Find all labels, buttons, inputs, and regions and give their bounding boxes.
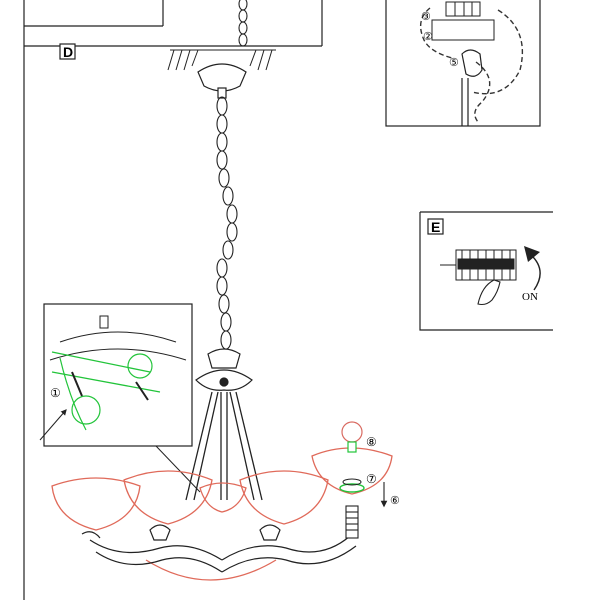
- chandelier-crown: [195, 348, 253, 391]
- detached-bulb: ⑧: [341, 421, 377, 453]
- step-6-arrow: ⑥: [380, 482, 400, 508]
- step-5-marker: ⑤: [449, 57, 459, 69]
- panel-e-badge: [427, 218, 444, 235]
- panel-e: E ON: [419, 211, 553, 331]
- wires: [419, 7, 524, 123]
- bulb-socket: [345, 505, 359, 539]
- step-7-marker: ⑦: [366, 472, 377, 486]
- support-rods: [185, 391, 263, 501]
- switch-on-label: ON: [522, 291, 538, 303]
- panel-d-letter: D: [63, 44, 73, 60]
- step-6-marker: ⑥: [390, 495, 400, 507]
- ceiling-hook-detail: [461, 49, 483, 126]
- shade-center: [199, 482, 247, 513]
- chandelier-arms: [81, 524, 357, 573]
- panel-e-letter: E: [431, 219, 440, 235]
- ceiling: [167, 49, 276, 71]
- shade-bottom: [145, 559, 277, 581]
- shade-left: [123, 470, 213, 525]
- upper-chain: [238, 0, 248, 47]
- inset-bulb-left: [71, 395, 101, 425]
- shade-detached: [311, 447, 393, 495]
- main-chain: [216, 96, 238, 350]
- glass-shades: [51, 447, 393, 581]
- switch-arrow-icon: [529, 253, 541, 291]
- step-2-marker: ②: [423, 31, 433, 43]
- inset-bulb-right: [127, 353, 153, 379]
- shade-right: [239, 470, 329, 525]
- ceiling-canopy: [197, 63, 247, 99]
- frame-lines: [23, 0, 323, 600]
- terminal-block: [431, 1, 495, 41]
- arrow-head-icon: [524, 246, 540, 262]
- panel-d-header: D: [59, 43, 76, 60]
- wiring-panel: ② ③ ⑤: [385, 0, 541, 127]
- shade-ring: ⑦: [339, 472, 377, 493]
- step-8-marker: ⑧: [366, 435, 377, 449]
- breaker-strip: [440, 249, 517, 281]
- step-3-marker: ③: [421, 11, 431, 23]
- shade-far-left: [51, 477, 141, 531]
- hand-icon: [477, 279, 501, 306]
- step-1-marker: ①: [50, 386, 61, 400]
- zoom-inset: ①: [39, 303, 201, 493]
